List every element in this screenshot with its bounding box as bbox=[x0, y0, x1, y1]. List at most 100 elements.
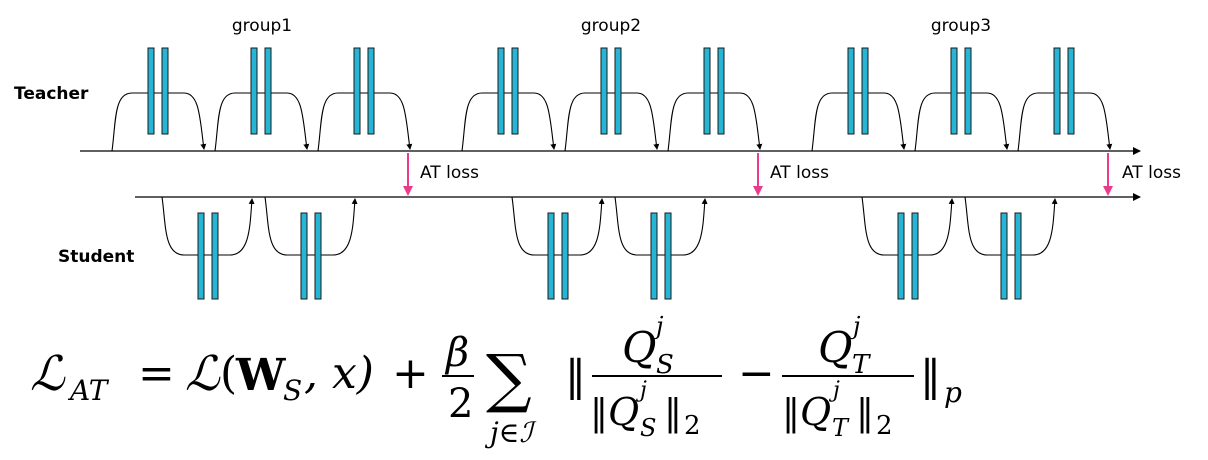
group-label-2: group2 bbox=[581, 16, 641, 36]
group-label-1: group1 bbox=[232, 16, 292, 36]
formula-sum-sub: j∈ℐ bbox=[484, 416, 537, 449]
conv-layer bbox=[547, 212, 555, 300]
teacher-block-g2-b1 bbox=[497, 47, 519, 135]
teacher-skip-connection bbox=[667, 92, 763, 152]
conv-layer bbox=[1067, 47, 1075, 135]
at-loss-formula: ℒ AT = ℒ ( W S , x) + β 2 ∑ j∈ℐ ‖ Q j S … bbox=[30, 312, 962, 449]
student-block-g3-b2 bbox=[1000, 212, 1022, 300]
student-skip-connection bbox=[861, 196, 955, 256]
formula-frac2-den-open: ‖ bbox=[782, 393, 800, 434]
teacher-skip-connection bbox=[914, 92, 1010, 152]
formula-norm-sub-p: p bbox=[944, 376, 962, 409]
formula-two: 2 bbox=[448, 381, 473, 427]
formula-frac2-den-Q: Q bbox=[800, 390, 831, 434]
formula-lhs-script: ℒ bbox=[30, 346, 66, 402]
formula-frac1-num-sub: S bbox=[656, 350, 674, 380]
conv-layer bbox=[703, 47, 711, 135]
teacher-block-g3-b2 bbox=[950, 47, 972, 135]
formula-norm-open: ‖ bbox=[565, 351, 586, 400]
conv-layer bbox=[300, 212, 308, 300]
conv-layer bbox=[250, 47, 258, 135]
teacher-skip-connection bbox=[214, 92, 310, 152]
conv-layer bbox=[614, 47, 622, 135]
student-block-g1-b2 bbox=[300, 212, 322, 300]
student-block-g3-b1 bbox=[897, 212, 919, 300]
teacher-block-g1-b2 bbox=[250, 47, 272, 135]
teacher-block-g3-b3 bbox=[1053, 47, 1075, 135]
formula-term1-rest: , x) bbox=[304, 348, 374, 399]
conv-layer bbox=[964, 47, 972, 135]
residual-blocks bbox=[111, 47, 1113, 300]
formula-frac2-den-sub2: 2 bbox=[876, 411, 893, 441]
formula-beta: β bbox=[444, 330, 469, 376]
formula-frac1-den-open: ‖ bbox=[590, 393, 608, 434]
conv-layer bbox=[1053, 47, 1061, 135]
conv-layer bbox=[367, 47, 375, 135]
conv-layer bbox=[664, 212, 672, 300]
at-loss-arrows bbox=[403, 153, 1113, 196]
conv-layer bbox=[353, 47, 361, 135]
formula-frac1-den-Q: Q bbox=[608, 390, 639, 434]
at-loss-label-1: AT loss bbox=[420, 163, 479, 183]
formula-frac2-num-sub: T bbox=[852, 350, 871, 380]
teacher-block-g3-b1 bbox=[847, 47, 869, 135]
conv-layer bbox=[650, 212, 658, 300]
conv-layer bbox=[511, 47, 519, 135]
conv-layer bbox=[847, 47, 855, 135]
student-skip-connection bbox=[511, 196, 605, 256]
student-skip-connection bbox=[614, 196, 708, 256]
at-loss-label-3: AT loss bbox=[1122, 163, 1181, 183]
conv-layer bbox=[717, 47, 725, 135]
teacher-skip-connection bbox=[111, 92, 207, 152]
formula-plus: + bbox=[392, 348, 429, 399]
teacher-block-g2-b2 bbox=[600, 47, 622, 135]
student-skip-connection bbox=[964, 196, 1058, 256]
formula-frac2-den-sub: T bbox=[832, 414, 850, 442]
conv-layer bbox=[211, 212, 219, 300]
formula-minus: − bbox=[738, 348, 775, 399]
teacher-skip-connection bbox=[811, 92, 907, 152]
student-block-g2-b1 bbox=[547, 212, 569, 300]
student-skip-connection bbox=[264, 196, 358, 256]
conv-layer bbox=[314, 212, 322, 300]
formula-sum: ∑ bbox=[486, 342, 532, 416]
conv-layer bbox=[561, 212, 569, 300]
formula-norm-close: ‖ bbox=[920, 351, 941, 400]
group-label-3: group3 bbox=[931, 16, 991, 36]
formula-equals: = bbox=[138, 348, 175, 399]
conv-layer bbox=[147, 47, 155, 135]
conv-layer bbox=[161, 47, 169, 135]
formula-frac1-den-sub2: 2 bbox=[684, 411, 701, 441]
formula-frac1-num-Q: Q bbox=[622, 323, 656, 372]
teacher-skip-connection bbox=[564, 92, 660, 152]
formula-W: W bbox=[235, 350, 286, 401]
conv-layer bbox=[911, 212, 919, 300]
conv-layer bbox=[1014, 212, 1022, 300]
formula-frac2-num-Q: Q bbox=[818, 323, 852, 372]
at-loss-label-2: AT loss bbox=[770, 163, 829, 183]
formula-lhs-sub: AT bbox=[67, 374, 110, 407]
teacher-block-g1-b3 bbox=[353, 47, 375, 135]
student-block-g2-b2 bbox=[650, 212, 672, 300]
conv-layer bbox=[897, 212, 905, 300]
teacher-block-g1-b1 bbox=[147, 47, 169, 135]
formula-term1-script: ℒ bbox=[185, 346, 221, 402]
conv-layer bbox=[1000, 212, 1008, 300]
student-block-g1-b1 bbox=[197, 212, 219, 300]
formula-frac1-den-sub: S bbox=[640, 414, 656, 442]
teacher-skip-connection bbox=[317, 92, 413, 152]
formula-term1-open: ( bbox=[220, 348, 237, 399]
student-label: Student bbox=[58, 247, 134, 267]
conv-layer bbox=[497, 47, 505, 135]
conv-layer bbox=[264, 47, 272, 135]
teacher-skip-connection bbox=[1017, 92, 1113, 152]
conv-layer bbox=[600, 47, 608, 135]
formula-frac1-den-close: ‖ bbox=[664, 393, 682, 434]
teacher-block-g2-b3 bbox=[703, 47, 725, 135]
conv-layer bbox=[197, 212, 205, 300]
teacher-skip-connection bbox=[461, 92, 557, 152]
conv-layer bbox=[950, 47, 958, 135]
formula-frac2-den-close: ‖ bbox=[856, 393, 874, 434]
conv-layer bbox=[861, 47, 869, 135]
